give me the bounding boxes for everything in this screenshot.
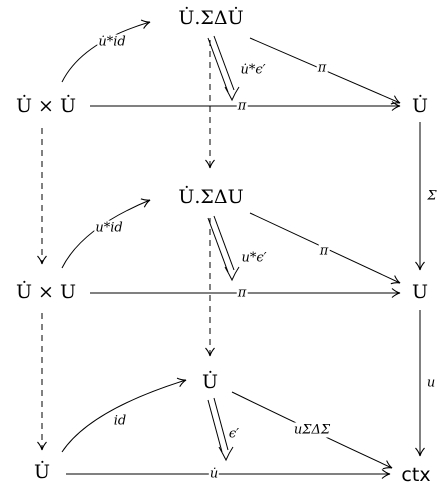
arrow-mid-u-eps-double [207, 215, 240, 282]
label-mid-pi-horizontal: π [236, 285, 248, 301]
label-top-pi-diagonal: π [316, 60, 328, 76]
node-bottom-u-dot-left: U̇ [33, 461, 51, 483]
label-right-sigma: Σ [427, 188, 437, 204]
arrow-top-udot-id [61, 19, 151, 83]
label-bottom-udot: u̇ [208, 466, 220, 482]
arrow-mid-u-id [61, 198, 151, 269]
node-mid-right-u: U [411, 281, 429, 303]
node-top-right-u: U̇ [411, 95, 429, 117]
label-mid-pi-diagonal: π [318, 243, 330, 259]
node-top-sigma-delta: U̇.ΣΔU̇ [178, 7, 244, 29]
node-top-product: U̇ × U̇ [15, 95, 77, 117]
label-top-udot-eps: u̇*ϵ′ [240, 62, 266, 78]
label-bottom-u-sigma: uΣΔΣ [292, 422, 332, 438]
node-bottom-u-dot-center: U̇ [201, 371, 219, 393]
label-top-udot-id: u̇*id [97, 34, 127, 50]
label-top-pi-horizontal: π [236, 98, 248, 114]
arrow-bottom-eps-double [207, 397, 234, 462]
node-mid-product: U̇ × U [15, 281, 77, 303]
label-mid-u-id: u*id [94, 220, 124, 236]
label-right-u: u [426, 375, 436, 391]
node-ctx: ctx [401, 464, 431, 486]
arrow-bottom-id [61, 377, 187, 453]
arrow-top-udot-eps-double [207, 35, 240, 102]
label-mid-u-eps: u*ϵ′ [241, 250, 267, 266]
label-bottom-id: id [112, 413, 128, 429]
node-mid-sigma-delta: U̇.ΣΔU [178, 186, 244, 208]
label-bottom-eps: ϵ′ [228, 426, 240, 442]
